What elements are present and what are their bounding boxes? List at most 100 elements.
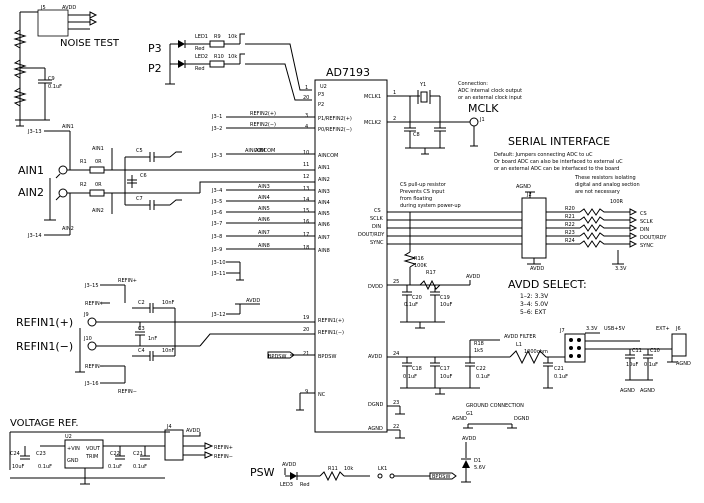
svg-text:AVDD: AVDD	[530, 266, 544, 272]
svg-text:0.1uF: 0.1uF	[48, 84, 62, 90]
svg-text:AIN2: AIN2	[62, 226, 74, 232]
svg-text:J3–3: J3–3	[211, 153, 222, 159]
svg-text:C22: C22	[110, 451, 120, 457]
svg-text:USB+5V: USB+5V	[604, 326, 626, 332]
led-section: P3 P2 LED1 Red R9 10k LED2 Red R10 10k	[148, 33, 312, 101]
svg-text:Prevents CS input: Prevents CS input	[400, 189, 444, 195]
svg-text:SCLK: SCLK	[640, 219, 653, 225]
svg-text:0.1uF: 0.1uF	[38, 464, 52, 470]
noise-avdd-label: AVDD	[62, 5, 76, 11]
svg-text:R23: R23	[565, 230, 575, 236]
analog-inputs: J3–13 AIN1 AIN1 AIN2 R1 0R R2 0R J3–14 A…	[18, 124, 315, 239]
svg-text:C18: C18	[412, 366, 422, 372]
svg-text:0.1uF: 0.1uF	[133, 464, 147, 470]
svg-text:from floating: from floating	[400, 196, 432, 202]
svg-text:21: 21	[303, 351, 309, 357]
svg-text:16: 16	[303, 219, 309, 225]
svg-text:1nF: 1nF	[148, 336, 157, 342]
svg-text:C7: C7	[136, 196, 143, 202]
svg-text:3.3V: 3.3V	[586, 326, 598, 332]
ground-connection-title: GROUND CONNECTION	[466, 403, 524, 409]
svg-text:SYNC: SYNC	[370, 240, 384, 246]
psw-title: PSW	[250, 466, 275, 479]
svg-text:AIN4: AIN4	[318, 200, 330, 206]
svg-text:J9: J9	[83, 312, 89, 318]
j5-connector	[37, 9, 69, 37]
svg-text:C10: C10	[650, 348, 660, 354]
svg-text:Or board ADC can also be inter: Or board ADC can also be interfaced to e…	[494, 159, 623, 165]
svg-text:REFIN+: REFIN+	[214, 445, 233, 451]
svg-text:18: 18	[303, 245, 309, 251]
svg-text:These resistors isolating: These resistors isolating	[574, 175, 636, 181]
svg-text:C2: C2	[138, 300, 145, 306]
svg-text:C21: C21	[554, 366, 564, 372]
svg-text:VOUT: VOUT	[86, 446, 101, 452]
svg-text:BPDSW: BPDSW	[268, 354, 286, 360]
svg-text:AIN4: AIN4	[258, 195, 270, 201]
refin-pos-label: REFIN1(+)	[16, 316, 73, 329]
svg-text:GND: GND	[67, 458, 79, 464]
svg-text:J3–14: J3–14	[27, 233, 42, 239]
svg-text:J3–6: J3–6	[211, 210, 222, 216]
svg-text:AGND: AGND	[640, 388, 655, 394]
svg-text:CS: CS	[374, 208, 381, 214]
serial-interface-section: SERIAL INTERFACE Default: Jumpers connec…	[387, 135, 667, 285]
svg-text:AIN8: AIN8	[258, 243, 270, 249]
svg-text:10uF: 10uF	[440, 302, 453, 308]
svg-text:Y1: Y1	[419, 82, 426, 88]
svg-text:AINCOM: AINCOM	[255, 148, 275, 154]
svg-text:AGND: AGND	[452, 416, 467, 422]
svg-text:L1: L1	[516, 342, 522, 348]
svg-text:C24: C24	[10, 451, 20, 457]
svg-text:C6: C6	[140, 173, 147, 179]
svg-text:J2: J2	[526, 192, 532, 198]
svg-text:DVDD: DVDD	[368, 284, 383, 290]
svg-text:REFIN+: REFIN+	[118, 278, 137, 284]
svg-text:C22: C22	[476, 366, 486, 372]
svg-text:3: 3	[305, 113, 308, 119]
svg-text:AGND: AGND	[368, 426, 383, 432]
svg-text:J3–7: J3–7	[211, 221, 222, 227]
svg-text:AIN5: AIN5	[258, 206, 270, 212]
svg-text:AIN1: AIN1	[92, 146, 104, 152]
svg-text:3.3V: 3.3V	[615, 266, 627, 272]
svg-text:AVDD: AVDD	[186, 428, 200, 434]
svg-text:AVDD: AVDD	[246, 298, 260, 304]
svg-text:AVDD: AVDD	[466, 274, 480, 280]
svg-text:C3: C3	[138, 326, 145, 332]
svg-text:1000ohm: 1000ohm	[524, 349, 548, 355]
svg-text:+VIN: +VIN	[67, 446, 80, 452]
svg-text:or an external ADC can be inte: or an external ADC can be interfaced to …	[494, 166, 619, 172]
svg-text:100R: 100R	[610, 199, 624, 205]
svg-text:AVDD: AVDD	[462, 436, 476, 442]
svg-text:AIN8: AIN8	[318, 248, 330, 254]
svg-text:P2: P2	[318, 102, 324, 108]
svg-text:P3: P3	[318, 92, 324, 98]
svg-text:J3–15: J3–15	[84, 283, 99, 289]
ground-connection-section: GROUND CONNECTION G1 AGND DGND AVDD D1 5…	[452, 403, 529, 483]
svg-text:0R: 0R	[95, 182, 102, 188]
svg-text:R16: R16	[414, 256, 424, 262]
svg-text:DIN: DIN	[640, 227, 649, 233]
svg-text:C23: C23	[36, 451, 46, 457]
j6-ext-connector	[671, 333, 687, 357]
svg-text:digital and analog section: digital and analog section	[575, 182, 640, 188]
led2-icon	[178, 60, 185, 68]
ain1-connector-icon	[58, 165, 68, 175]
svg-text:AIN1: AIN1	[318, 165, 330, 171]
refin-neg-label: REFIN1(−)	[16, 340, 73, 353]
svg-text:CS: CS	[640, 211, 647, 217]
svg-text:10uF: 10uF	[440, 374, 453, 380]
svg-text:10: 10	[303, 150, 309, 156]
u2-reference	[64, 439, 104, 469]
svg-text:D1: D1	[474, 458, 481, 464]
j2-connector	[521, 197, 547, 259]
svg-text:BPDSW: BPDSW	[432, 474, 450, 480]
svg-text:Red: Red	[300, 482, 310, 488]
svg-text:AIN2: AIN2	[318, 177, 330, 183]
svg-text:17: 17	[303, 232, 309, 238]
svg-text:10nF: 10nF	[162, 300, 175, 306]
avdd-select-section: AVDD SELECT: 1–2: 3.3V 3–4: 5.0V 5–6: EX…	[508, 278, 587, 316]
svg-text:23: 23	[393, 400, 399, 406]
svg-text:BPDSW: BPDSW	[318, 354, 336, 360]
